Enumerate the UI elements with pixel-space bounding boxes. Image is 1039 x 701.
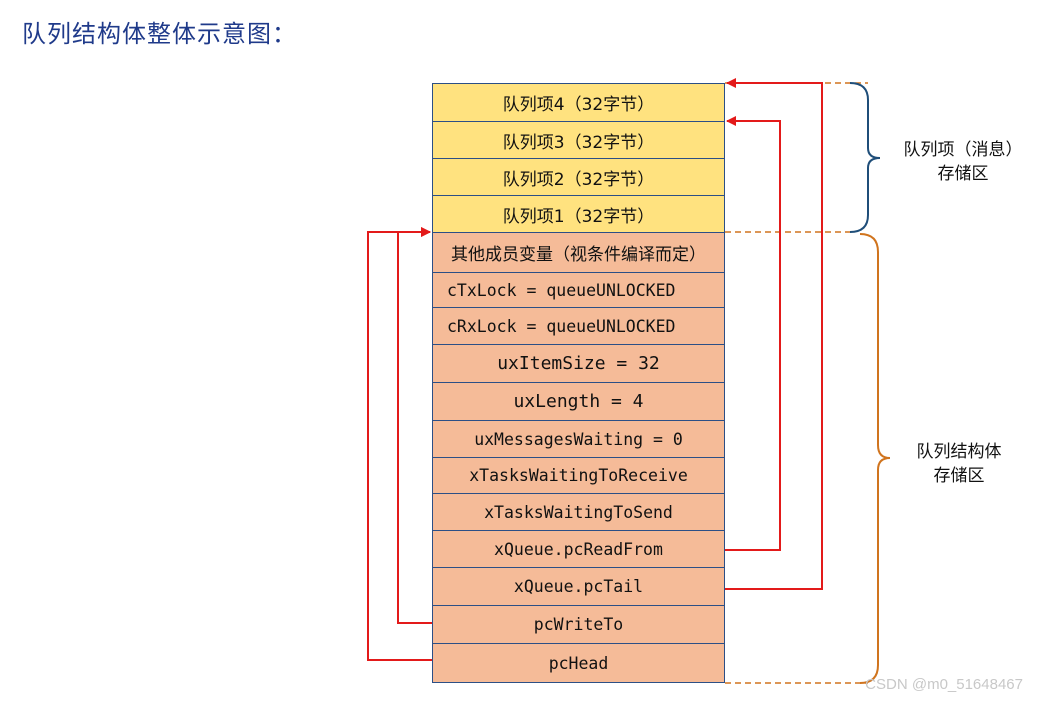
pcreadfrom-pointer-arrow bbox=[725, 116, 781, 551]
field-crxlock: cRxLock = queueUNLOCKED bbox=[432, 307, 725, 344]
watermark: CSDN @m0_51648467 bbox=[865, 676, 1023, 693]
queue-item-3: 队列项3（32字节） bbox=[432, 121, 725, 158]
struct-storage-label-line2: 存储区 bbox=[933, 466, 985, 486]
field-uxmessageswaiting: uxMessagesWaiting = 0 bbox=[432, 420, 725, 457]
pcwriteto-pointer-arrow bbox=[397, 227, 432, 624]
field-xtaskswaitingtoreceive: xTasksWaitingToReceive bbox=[432, 457, 725, 493]
field-pctail: xQueue.pcTail bbox=[432, 567, 725, 605]
pchead-pointer-arrow bbox=[367, 227, 432, 661]
struct-storage-brace bbox=[859, 233, 891, 684]
field-other-members: 其他成员变量（视条件编译而定） bbox=[432, 232, 725, 272]
queue-item-2: 队列项2（32字节） bbox=[432, 158, 725, 195]
pctail-pointer-arrow bbox=[725, 78, 823, 590]
field-pcreadfrom: xQueue.pcReadFrom bbox=[432, 530, 725, 567]
field-pchead: pcHead bbox=[432, 643, 725, 683]
message-storage-label-line2: 存储区 bbox=[937, 164, 989, 184]
field-uxitemsize: uxItemSize = 32 bbox=[432, 344, 725, 382]
field-ctxlock: cTxLock = queueUNLOCKED bbox=[432, 272, 725, 307]
queue-item-1: 队列项1（32字节） bbox=[432, 195, 725, 232]
field-xtaskswaitingtosend: xTasksWaitingToSend bbox=[432, 493, 725, 530]
queue-item-4: 队列项4（32字节） bbox=[432, 83, 725, 121]
struct-storage-label: 队列结构体 存储区 bbox=[893, 440, 1025, 488]
field-uxlength: uxLength = 4 bbox=[432, 382, 725, 420]
field-pcwriteto: pcWriteTo bbox=[432, 605, 725, 643]
message-storage-label: 队列项（消息） 存储区 bbox=[888, 138, 1038, 186]
struct-storage-label-line1: 队列结构体 bbox=[916, 442, 1002, 462]
message-storage-label-line1: 队列项（消息） bbox=[903, 140, 1023, 160]
page-title: 队列结构体整体示意图： bbox=[22, 20, 297, 48]
message-storage-brace bbox=[849, 82, 881, 233]
